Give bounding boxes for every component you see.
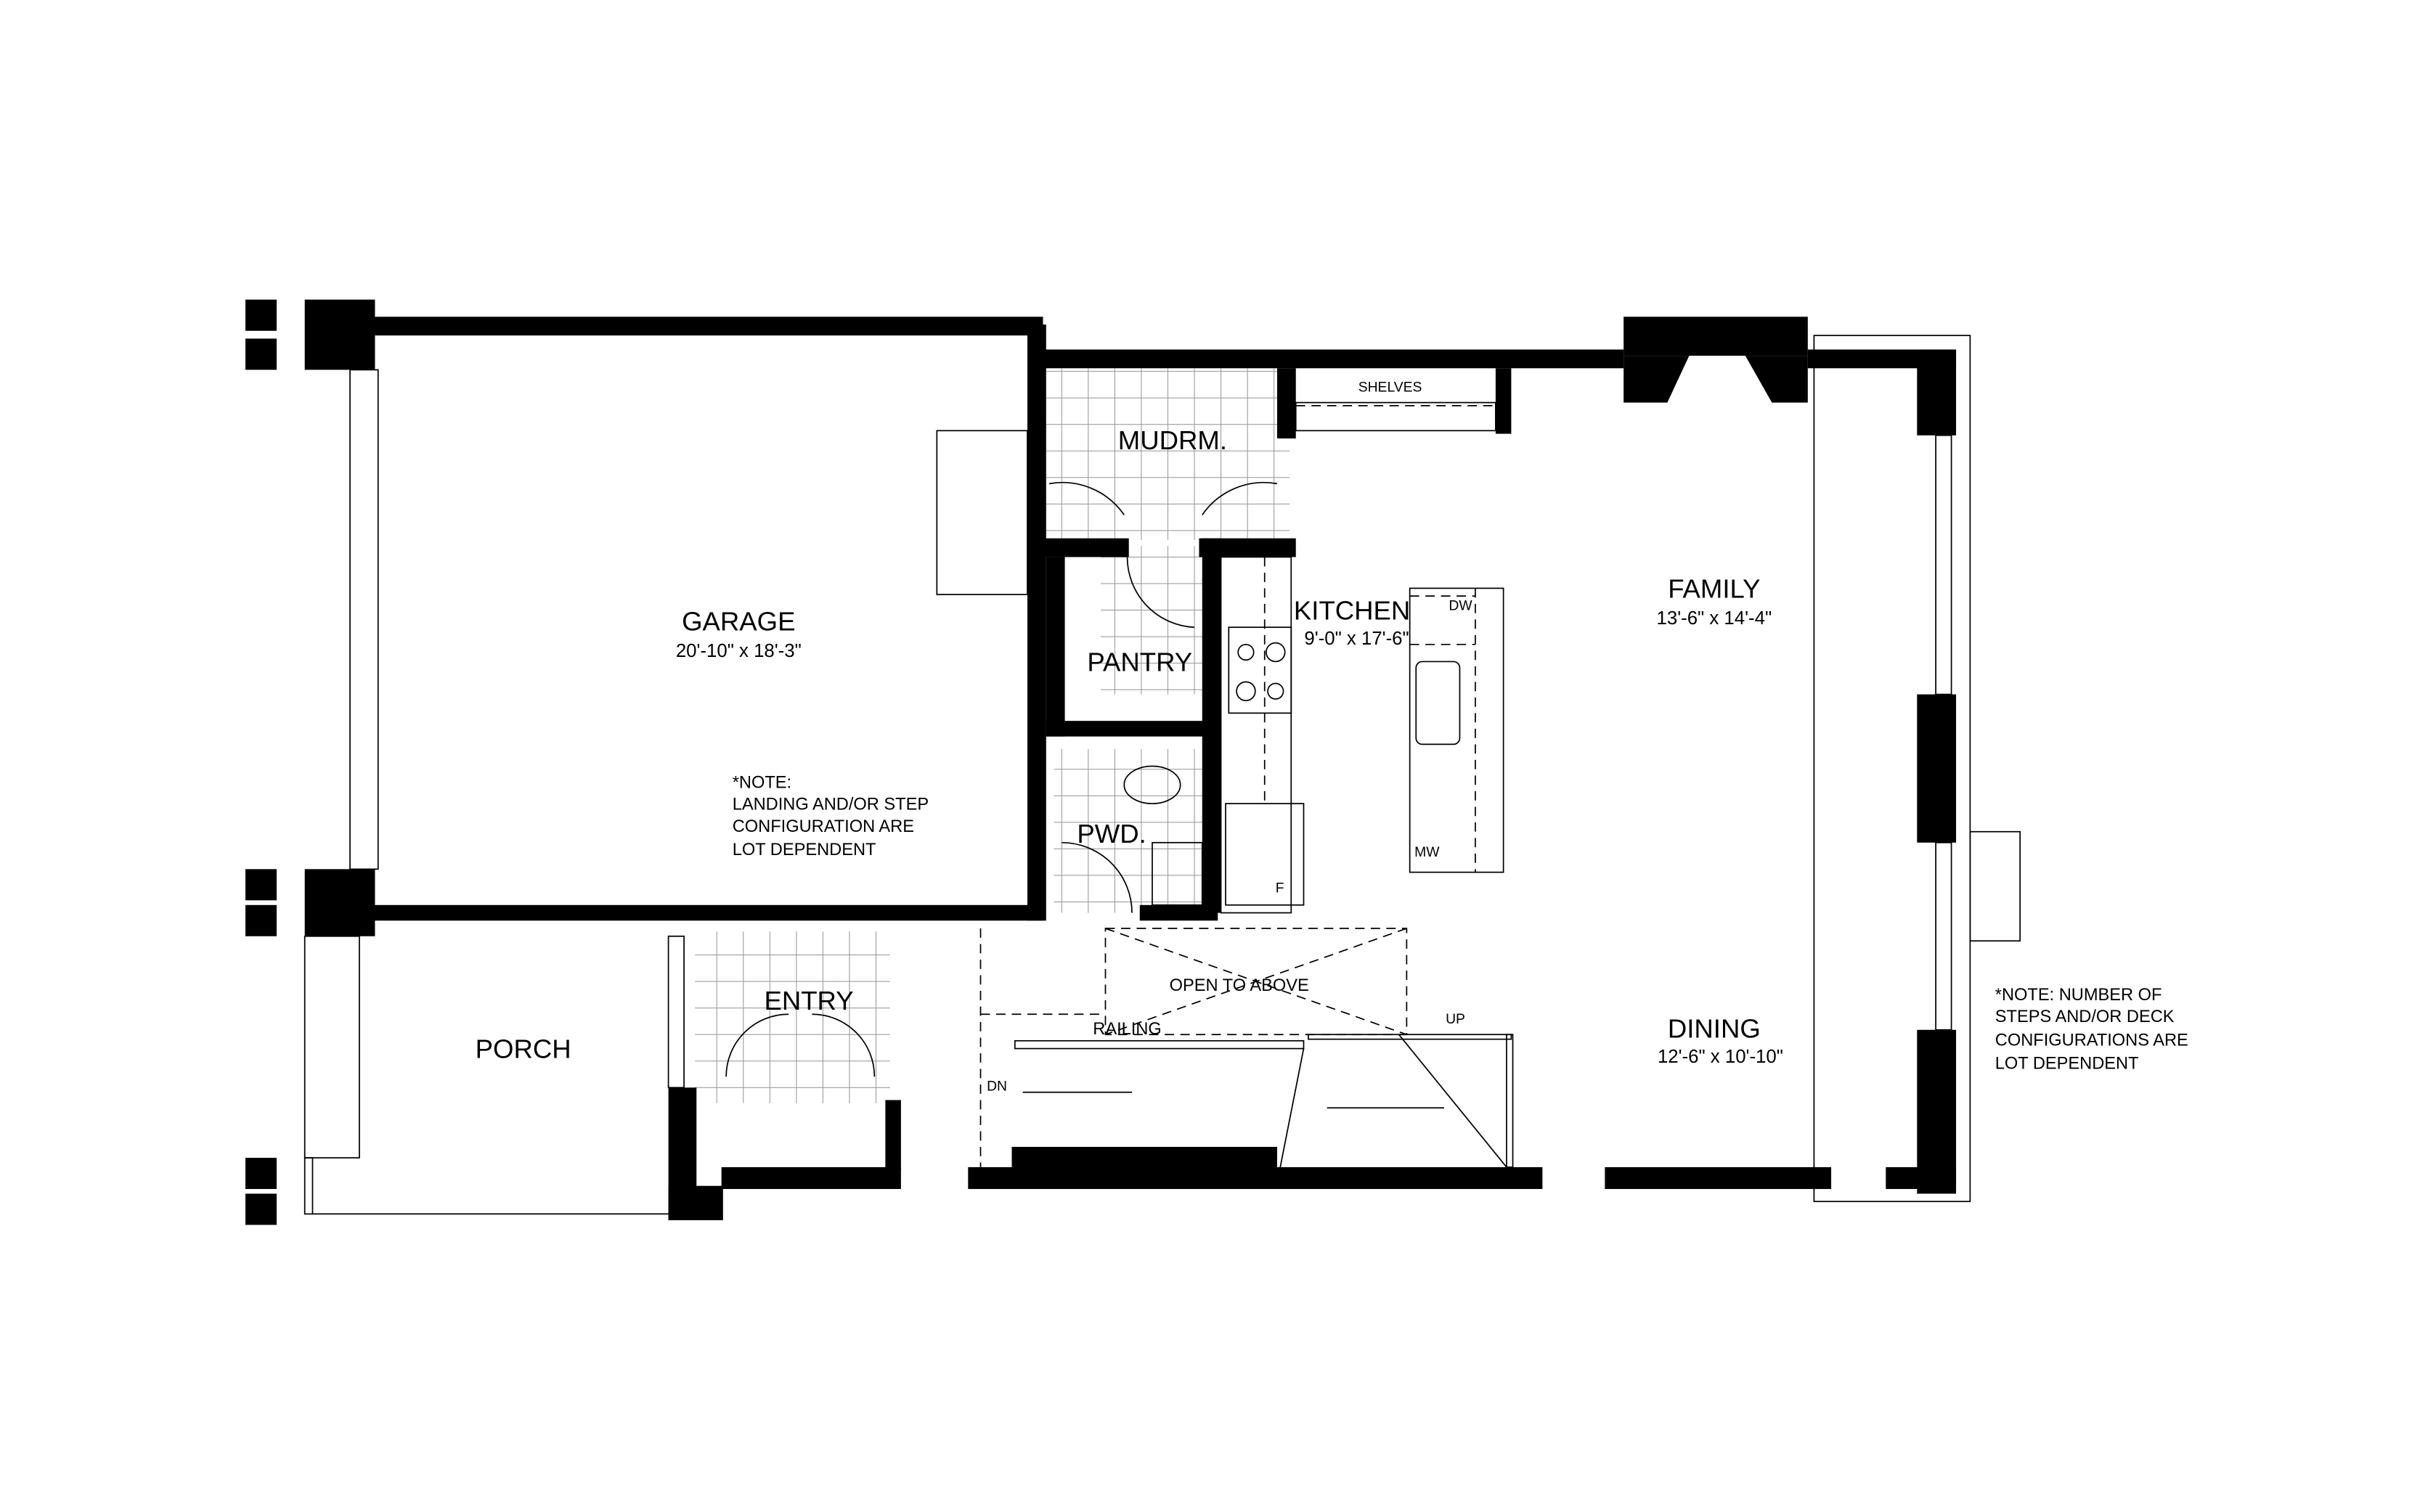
svg-text:LOT DEPENDENT: LOT DEPENDENT [733, 841, 876, 859]
stairs-up-label: UP [1446, 1011, 1465, 1027]
door-swings [725, 481, 1278, 1077]
garage-note: *NOTE: LANDING AND/OR STEP CONFIGURATION… [733, 774, 929, 859]
sink [1415, 661, 1461, 745]
room-label-kitchen: KITCHEN [1294, 595, 1410, 625]
railing-label: RAILING [1093, 1020, 1162, 1039]
stairs-down-label: DN [987, 1079, 1007, 1095]
room-label-porch: PORCH [476, 1034, 571, 1063]
fridge [1225, 803, 1305, 906]
kitchen-fixtures [1123, 401, 1504, 914]
entry-tile-floor [695, 931, 890, 1103]
room-label-entry: ENTRY [764, 986, 853, 1016]
microwave-label: MW [1414, 844, 1440, 860]
deck-note: *NOTE: NUMBER OF STEPS AND/OR DECK CONFI… [1995, 986, 2188, 1074]
svg-text:*NOTE: NUMBER OF: *NOTE: NUMBER OF [1995, 986, 2162, 1005]
room-label-family: FAMILY [1668, 573, 1760, 603]
svg-text:CONFIGURATION ARE: CONFIGURATION ARE [733, 817, 914, 836]
room-label-garage: GARAGE [682, 606, 795, 636]
room-size-garage: 20'-10" x 18'-3" [676, 641, 802, 661]
mudroom-tile-floor [1046, 368, 1290, 540]
open-to-above-label: OPEN TO ABOVE [1170, 976, 1309, 995]
svg-text:STEPS AND/OR DECK: STEPS AND/OR DECK [1995, 1008, 2175, 1026]
fridge-label: F [1276, 880, 1284, 896]
kitchen-island [1409, 587, 1504, 873]
svg-text:*NOTE:: *NOTE: [733, 774, 791, 793]
toilet [1123, 765, 1181, 804]
staircase [979, 928, 1514, 1168]
room-label-powder: PWD. [1077, 819, 1146, 849]
room-label-pantry: PANTRY [1087, 647, 1192, 677]
room-label-dining: DINING [1668, 1014, 1761, 1044]
dishwasher-label: DW [1449, 598, 1472, 614]
room-size-dining: 12'-6" x 10'-10" [1658, 1047, 1783, 1067]
walls [245, 299, 2021, 1225]
cooktop [1228, 626, 1292, 714]
shelves-label: SHELVES [1358, 380, 1422, 396]
room-size-family: 13'-6" x 14'-4" [1657, 608, 1772, 629]
pantry-tile-floor [1101, 546, 1202, 695]
svg-text:LOT DEPENDENT: LOT DEPENDENT [1995, 1055, 2139, 1074]
vanity-sink [1152, 841, 1203, 906]
room-label-mudroom: MUDRM. [1118, 425, 1227, 455]
svg-text:LANDING AND/OR STEP: LANDING AND/OR STEP [733, 796, 929, 814]
svg-text:CONFIGURATIONS ARE: CONFIGURATIONS ARE [1995, 1031, 2188, 1050]
room-size-kitchen: 9'-0" x 17'-6" [1304, 629, 1409, 649]
